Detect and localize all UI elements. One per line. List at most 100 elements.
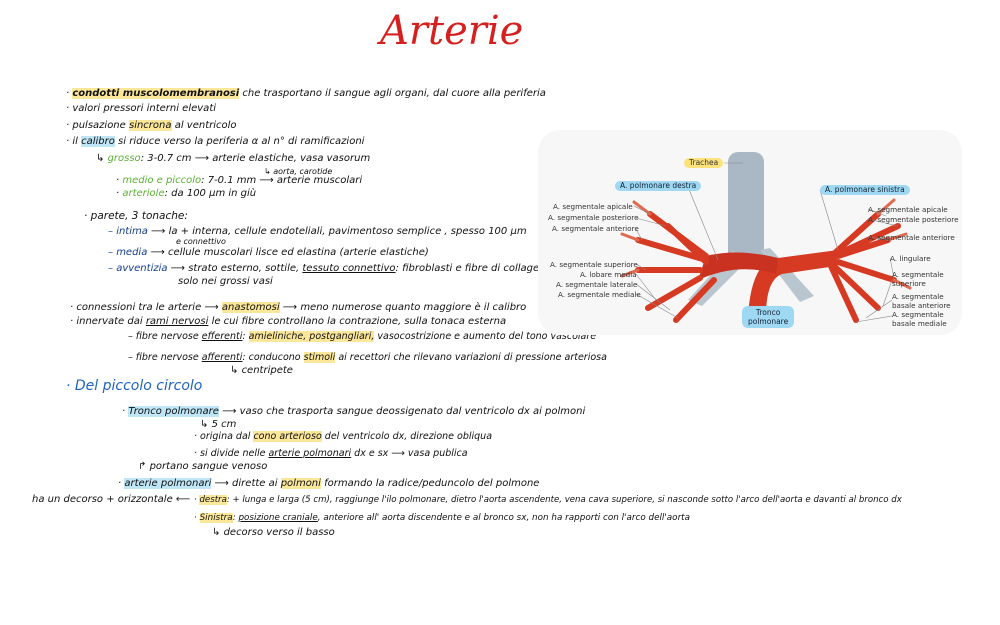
note-text: – fibre nervose	[128, 331, 202, 342]
note-text: : 7-0.1 mm ⟶ arterie muscolari	[201, 175, 363, 186]
note-portano: ↱ portano sangue venoso	[138, 461, 267, 473]
note-avventizia: – avventizia ⟶ strato esterno, sottile, …	[108, 263, 552, 275]
note-centripete: ↳ centripete	[230, 365, 293, 377]
leader-lines	[633, 162, 899, 323]
left-label-7: A. segmentale mediale	[558, 290, 641, 299]
note-text: valori pressori interni elevati	[72, 103, 217, 114]
note-arteriole: · arteriole: da 100 µm in giù	[116, 188, 257, 199]
right-label-5: A. segmentale superiore	[892, 270, 944, 288]
note-decorso-basso: ↳ decorso verso il basso	[212, 527, 335, 539]
note-text: le cui fibre controllano la contrazione,…	[208, 316, 507, 327]
underline-afferenti: afferenti	[201, 352, 243, 363]
pulmonary-arteries-figure: Trachea A. polmonare destra A. polmonare…	[538, 130, 962, 335]
note-efferenti: – fibre nervose efferenti: amieliniche, …	[128, 331, 596, 343]
label-grosso: grosso	[107, 153, 141, 164]
trachea-shape	[728, 152, 764, 262]
section-heading: · Del piccolo circolo	[66, 378, 203, 394]
right-label-6: A. segmentale basale anteriore	[892, 292, 951, 310]
note-text: che trasportano il sangue agli organi, d…	[239, 88, 546, 99]
highlight-arterie-polmonari: arterie polmonari	[124, 478, 212, 489]
highlight-cono: cono arterioso	[253, 431, 322, 442]
note-text: · si divide nelle	[194, 448, 269, 459]
note-text: si riduce verso la periferia α al n° di …	[114, 136, 365, 147]
note-text: al ventricolo	[171, 120, 237, 131]
note-text: del ventricolo dx, direzione obliqua	[321, 431, 493, 442]
note-intima-sub: e connettivo	[176, 237, 226, 246]
note-medio: · medio e piccolo: 7-0.1 mm ⟶ arterie mu…	[116, 175, 363, 186]
left-label-1: A. segmentale apicale	[553, 202, 633, 211]
note-text: 5 cm	[211, 419, 237, 430]
note-media: – media ⟶ cellule muscolari lisce ed ela…	[108, 247, 429, 259]
note-text: , anteriore all' aorta discendente e al …	[317, 513, 691, 523]
note-text: : + lunga e larga (5 cm), raggiunge l'il…	[226, 495, 902, 505]
artery-illustration	[620, 152, 912, 323]
note-text: ⟶ dirette ai	[211, 478, 281, 489]
note-connessioni: · connessioni tra le arterie ⟶ anastomos…	[70, 302, 526, 314]
left-label-3: A. segmentale anteriore	[552, 224, 639, 233]
highlight-calibro: calibro	[81, 136, 115, 147]
underline-craniale: posizione craniale	[238, 513, 318, 523]
note-intima: – intima ⟶ la + interna, cellule endotel…	[108, 226, 527, 238]
note-text: ⟶ vaso che trasporta sangue deossigenato…	[218, 406, 586, 417]
label-intima: – intima	[108, 226, 148, 237]
small-branches	[620, 198, 912, 290]
underline-rami: rami nervosi	[145, 316, 209, 327]
note-text: · innervate dai	[70, 316, 146, 327]
label-medio: medio e piccolo	[122, 175, 202, 186]
highlight-stimoli: stimoli	[303, 352, 336, 363]
underline-efferenti: efferenti	[201, 331, 243, 342]
left-label-2: A. segmentale posteriore	[548, 213, 639, 222]
note-text: pulsazione	[72, 120, 129, 131]
highlight-sinistra: Sinistra	[199, 513, 233, 523]
note-line-3: · pulsazione sincrona al ventricolo	[66, 120, 237, 131]
note-line-4: · il calibro si riduce verso la periferi…	[66, 136, 365, 147]
note-innervate: · innervate dai rami nervosi le cui fibr…	[70, 316, 506, 328]
left-label-6: A. segmentale laterale	[556, 280, 638, 289]
note-text: : da 100 µm in giù	[164, 188, 257, 199]
note-grosso-sub: ↳ aorta, carotide	[264, 166, 332, 178]
note-grosso: ↳ grosso: 3-0.7 cm ⟶ arterie elastiche, …	[96, 153, 370, 165]
label-trachea: Trachea	[684, 158, 724, 168]
left-label-5: A. lobare media	[580, 270, 637, 279]
note-destra: · destra: + lunga e larga (5 cm), raggiu…	[194, 495, 902, 505]
arrow-icon: ↳	[96, 153, 108, 164]
left-label-4: A. segmentale superiore	[550, 260, 638, 269]
note-parete: · parete, 3 tonache:	[84, 210, 188, 222]
arrow-icon: ↳	[264, 167, 274, 176]
note-text: aorta, carotide	[273, 167, 333, 176]
highlight-destra: destra	[199, 495, 227, 505]
arrow-icon: ⟵	[172, 494, 191, 505]
highlight-amieliniche: amieliniche, postgangliari,	[248, 331, 375, 342]
note-text: : conducono	[242, 352, 304, 363]
note-text: formando la radice/peduncolo del polmone	[320, 478, 540, 489]
note-sinistra: · Sinistra: posizione craniale, anterior…	[194, 513, 691, 523]
note-text: :	[242, 331, 249, 342]
note-line-2: · valori pressori interni elevati	[66, 103, 217, 114]
note-text: ⟶ la + interna, cellule endoteliali, pav…	[147, 226, 527, 237]
label-media: – media	[108, 247, 148, 258]
note-origina: · origina dal cono arterioso del ventric…	[194, 431, 492, 443]
note-tronco-sub: ↳ 5 cm	[200, 419, 236, 431]
note-text: ⟶ meno numerose quanto maggiore è il cal…	[279, 302, 527, 313]
page-title: Arterie	[380, 8, 524, 54]
right-label-4: A. lingulare	[890, 254, 931, 263]
label-tronco: Tronco polmonare	[742, 306, 795, 328]
note-avventizia-sub: solo nei grossi vasi	[178, 276, 273, 287]
note-text: : 3-0.7 cm ⟶ arterie elastiche, vasa vas…	[140, 153, 371, 164]
note-text: portano sangue venoso	[149, 461, 268, 472]
highlight-polmoni: polmoni	[280, 478, 321, 489]
note-text: vasocostrizione e aumento del tono vasco…	[374, 331, 597, 342]
note-tronco: · Tronco polmonare ⟶ vaso che trasporta …	[122, 406, 586, 417]
note-text: · origina dal	[194, 431, 254, 442]
note-arterie-polmonari: · arterie polmonari ⟶ dirette ai polmoni…	[118, 478, 540, 489]
note-text: · connessioni tra le arterie ⟶	[70, 302, 222, 313]
note-text: : fibroblasti e fibre di collagene	[395, 263, 552, 274]
arrow-icon: ↳	[212, 527, 224, 538]
note-text: centripete	[241, 365, 293, 376]
label-ap-sinistra: A. polmonare sinistra	[820, 185, 910, 195]
note-text: ⟶ strato esterno, sottile,	[167, 263, 303, 274]
underline-tessuto: tessuto connettivo	[302, 263, 396, 274]
arrow-icon: ↳	[200, 419, 212, 430]
label-arteriole: arteriole	[122, 188, 165, 199]
label-ap-destra: A. polmonare destra	[615, 181, 702, 191]
